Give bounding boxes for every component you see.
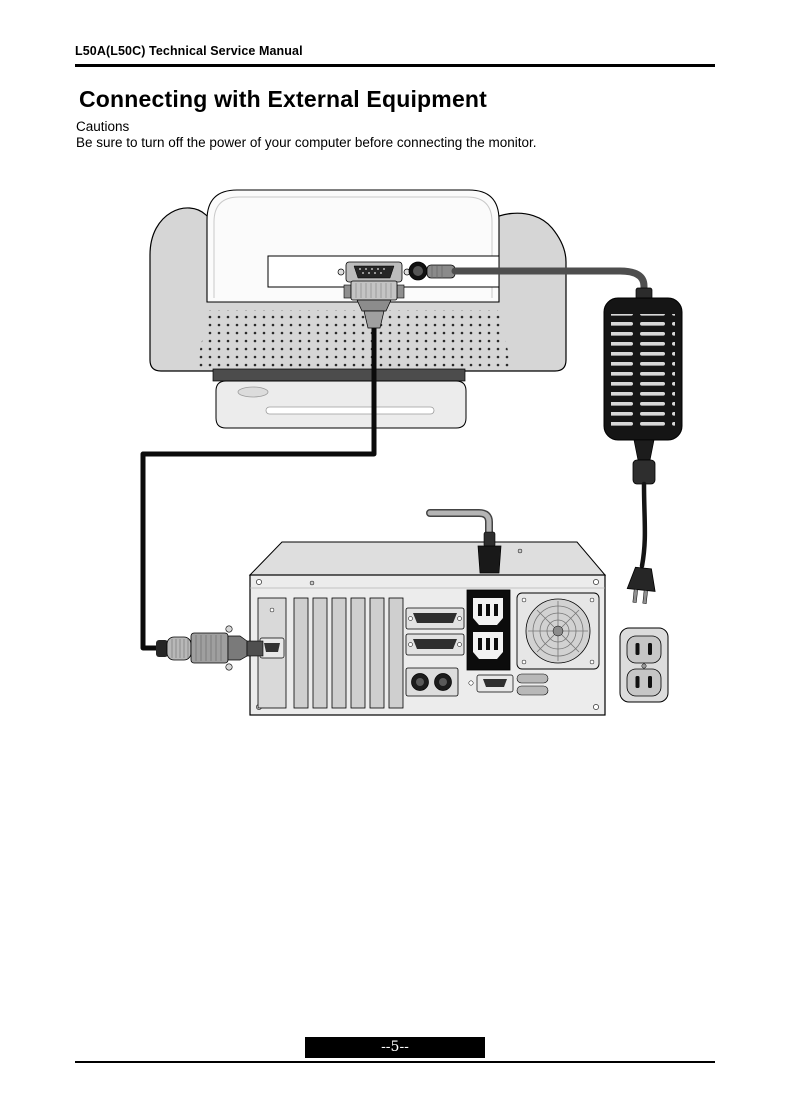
page-number-badge: --5-- xyxy=(305,1037,485,1058)
monitor-rear-view xyxy=(149,189,567,429)
signal-cable-monitor-connector xyxy=(343,280,405,329)
page-title: Connecting with External Equipment xyxy=(79,86,488,112)
manual-header-title: L50A(L50C) Technical Service Manual xyxy=(75,44,303,58)
ac-inlet-block xyxy=(466,589,511,671)
parallel-port-bottom xyxy=(405,633,465,656)
power-adapter xyxy=(603,287,683,461)
cautions-label: Cautions xyxy=(76,119,130,134)
computer-power-cord xyxy=(426,509,502,574)
round-din-ports xyxy=(405,667,459,697)
monitor-vent-dots xyxy=(196,310,512,367)
ac-plug xyxy=(626,566,656,604)
fan-grille xyxy=(516,592,600,670)
connection-diagram xyxy=(140,189,683,716)
oval-knockouts xyxy=(516,673,549,696)
monitor-power-cable xyxy=(426,264,648,298)
monitor-stand xyxy=(212,368,467,429)
expansion-slot-covers xyxy=(293,597,404,709)
monitor-power-jack xyxy=(408,261,428,281)
parallel-port-top xyxy=(405,607,465,630)
computer-rear-view xyxy=(248,541,607,716)
signal-cable-computer-connector xyxy=(156,625,264,671)
footer-rule xyxy=(75,1061,715,1063)
signal-cable xyxy=(140,328,377,651)
monitor-vga-port xyxy=(337,261,411,283)
wall-outlet xyxy=(619,627,669,703)
serial-port xyxy=(468,674,514,693)
adapter-power-cord xyxy=(626,459,656,604)
cautions-body-text: Be sure to turn off the power of your co… xyxy=(76,135,537,150)
header-rule xyxy=(75,64,715,67)
